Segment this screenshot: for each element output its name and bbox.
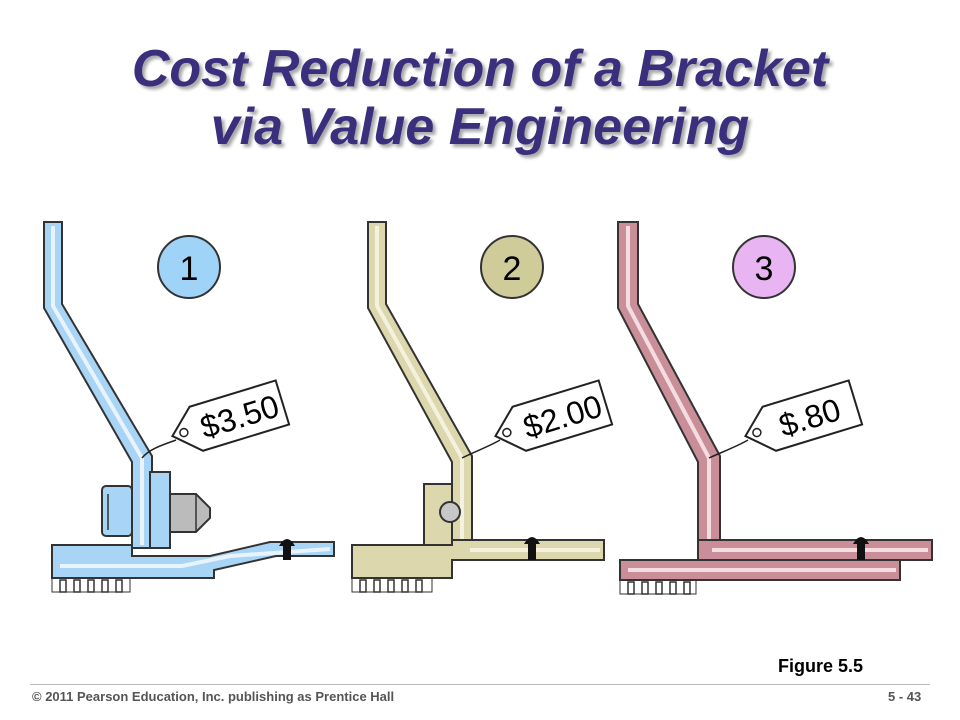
slide-title: Cost Reduction of a Bracket via Value En…: [0, 40, 960, 156]
price-tag-3: $.80: [708, 379, 864, 459]
bracket-2: [351, 221, 605, 593]
price-tag-2: $2.00: [461, 379, 614, 459]
figure-label: Figure 5.5: [778, 656, 864, 676]
footer-copyright: © 2011 Pearson Education, Inc. publishin…: [32, 689, 395, 704]
step-number-1: 1: [180, 250, 199, 288]
step-circle-2: 2: [480, 235, 544, 299]
title-line-1: Cost Reduction of a Bracket: [131, 40, 829, 98]
title-line-2: via Value Engineering: [210, 98, 750, 156]
step-number-3: 3: [755, 250, 774, 288]
price-tag-1: $3.50: [141, 379, 291, 459]
bracket-3: [617, 221, 933, 595]
step-circle-3: 3: [732, 235, 796, 299]
footer-page-number: 5 - 43: [888, 689, 922, 704]
step-circle-1: 1: [157, 235, 221, 299]
footer-divider: [30, 684, 930, 685]
step-number-2: 2: [503, 250, 522, 288]
bracket-1: [43, 221, 335, 593]
